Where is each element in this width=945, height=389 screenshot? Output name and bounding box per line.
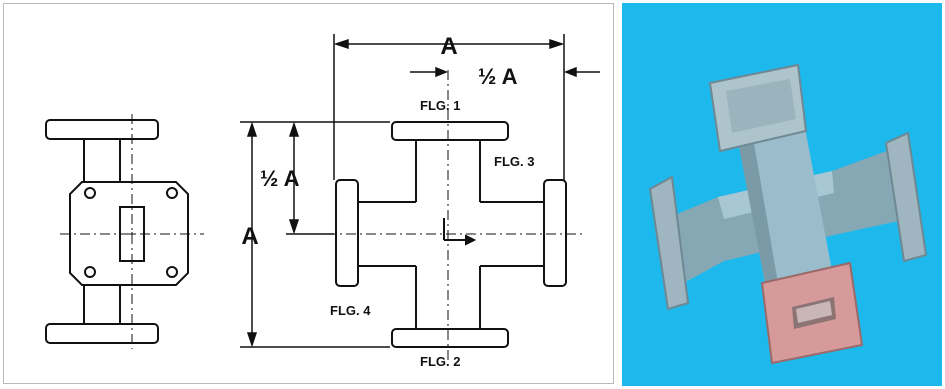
flange-1-label: FLG. 1	[420, 98, 460, 113]
cross-coupler-drawing: A ½ A ½ A A FLG. 1 FLG. 2 FLG. 3 FLG. 4	[45, 33, 600, 369]
flange-4-label: FLG. 4	[330, 303, 371, 318]
waveguide-cross-image	[648, 63, 928, 365]
technical-drawing-panel: A ½ A ½ A A FLG. 1 FLG. 2 FLG. 3 FLG. 4	[3, 3, 614, 384]
dimension-a-top-label: A	[440, 33, 457, 60]
dimension-lines	[240, 34, 600, 348]
front-view	[335, 121, 567, 348]
dimension-half-a-top-label: ½ A	[478, 64, 518, 89]
dimension-a-left-label: A	[241, 223, 258, 250]
product-photo	[622, 3, 942, 386]
side-view	[45, 119, 189, 344]
dimension-half-a-left-label: ½ A	[260, 166, 300, 191]
flange-2-label: FLG. 2	[420, 354, 460, 369]
flange-3-label: FLG. 3	[494, 154, 534, 169]
